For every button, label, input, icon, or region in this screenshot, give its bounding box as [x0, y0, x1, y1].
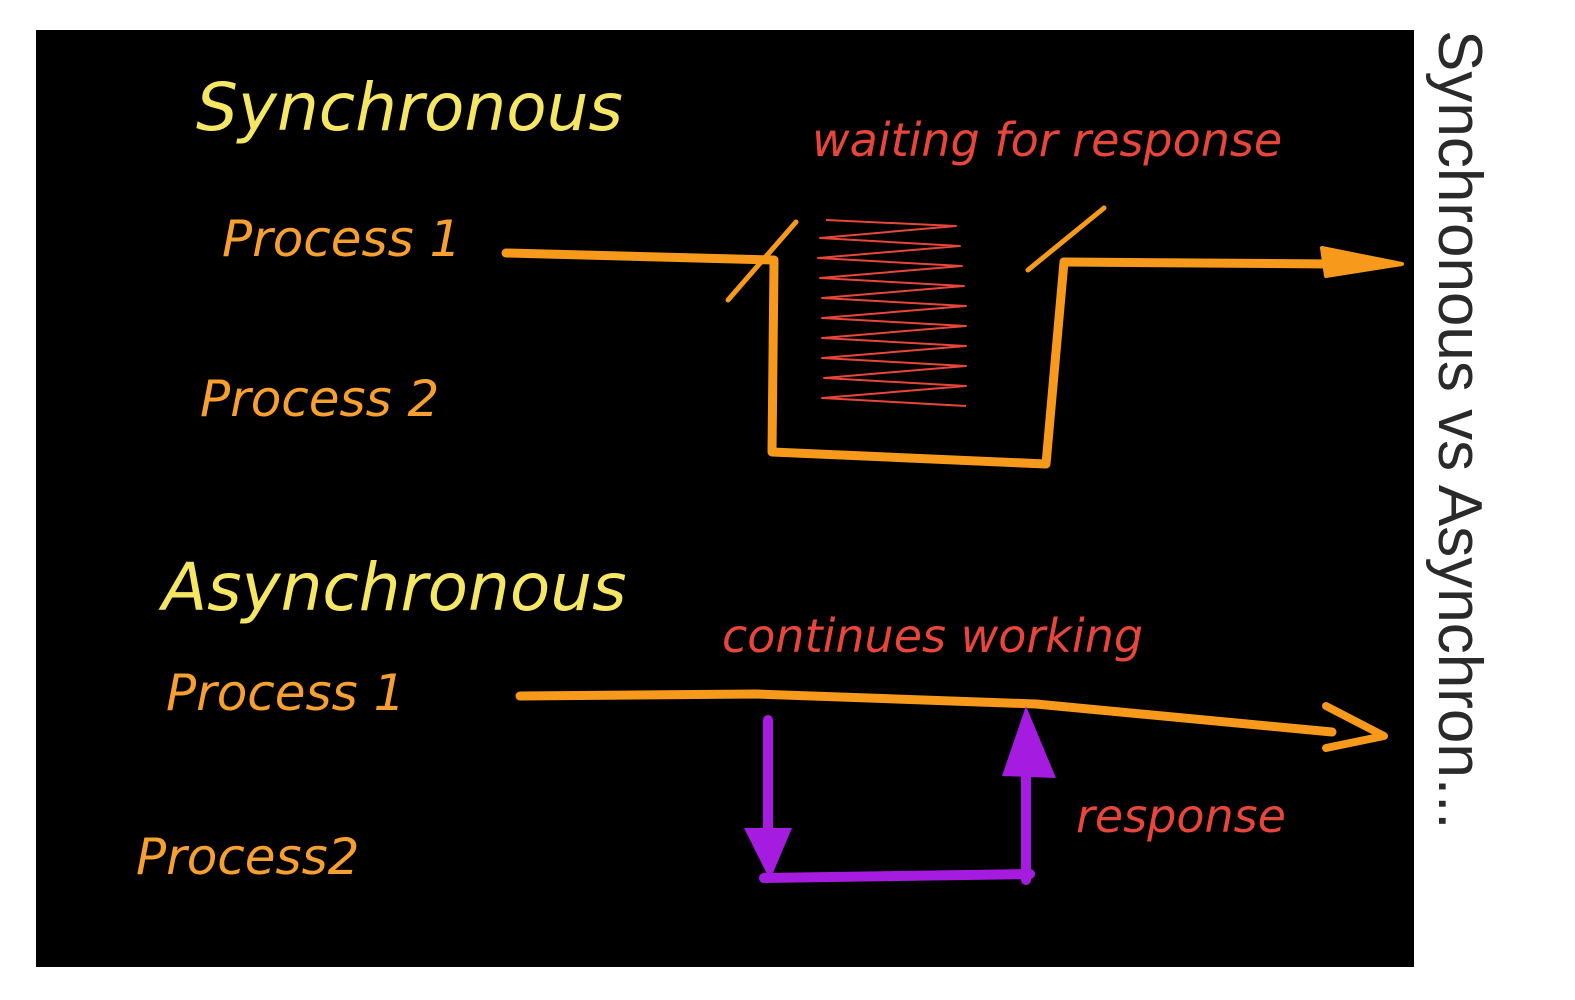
waiting-zigzag: [817, 219, 967, 407]
sync-arrowhead: [1320, 246, 1404, 278]
async-process1-line: [515, 689, 1337, 737]
async-process2-label: Process2: [136, 828, 359, 886]
async-annotation: continues working: [722, 609, 1143, 663]
sync-process2-label: Process 2: [200, 370, 439, 428]
side-title: Synchronous vs Asynchron...: [1425, 30, 1494, 830]
async-response-bottom-line: [759, 869, 1035, 883]
sync-slash-left: [725, 219, 799, 303]
sync-slash-right: [1025, 205, 1107, 273]
async-process1-label: Process 1: [166, 664, 405, 722]
async-request-arrowhead: [744, 828, 792, 880]
sync-process1-label: Process 1: [222, 210, 461, 268]
sync-process1-line-right: [1059, 257, 1339, 269]
async-response-label: response: [1076, 789, 1286, 843]
async-arrowhead: [1322, 702, 1388, 752]
diagram-svg: Synchronous waiting for response Process…: [136, 69, 1404, 886]
sync-annotation: waiting for response: [812, 113, 1282, 167]
sync-dip-path: [767, 257, 1069, 469]
blackboard: Synchronous waiting for response Process…: [36, 30, 1414, 967]
sync-process1-line-left: [501, 248, 779, 265]
async-response-arrowhead: [1002, 706, 1056, 778]
async-title: Asynchronous: [158, 549, 626, 626]
sync-title: Synchronous: [196, 69, 623, 146]
